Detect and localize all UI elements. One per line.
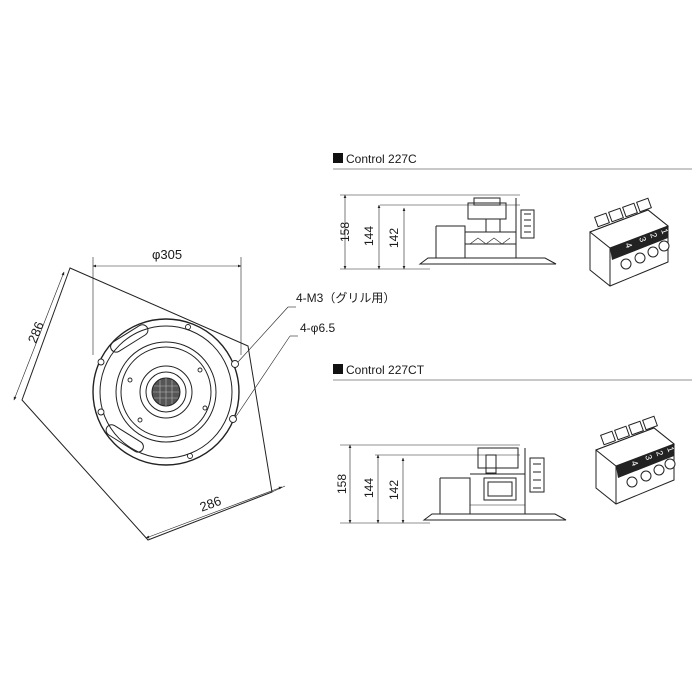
model-title: Control 227CT — [346, 363, 425, 377]
terminal-num-4: 4 — [623, 241, 634, 249]
terminal-num-3: 3 — [643, 453, 654, 461]
tweeter — [145, 371, 187, 413]
dim-142: 142 — [387, 480, 401, 500]
terminal-num-2: 2 — [648, 231, 659, 239]
mount-slot-bottom — [105, 424, 144, 453]
side-elevation-227ct — [422, 447, 567, 521]
side-dim-bottom: 286 — [198, 493, 224, 515]
mounting-outline — [21, 267, 273, 541]
diameter-label: φ305 — [152, 247, 182, 262]
terminal-num-3: 3 — [637, 235, 648, 243]
terminal-num-2: 2 — [654, 449, 665, 457]
dim-144: 144 — [362, 226, 376, 246]
model-section-227c: Control 227C 158 144 142 — [333, 152, 692, 287]
mount-slot-top — [110, 324, 149, 353]
terminal-block-227ct: 4 3 2 1 — [595, 415, 676, 505]
dim-144: 144 — [362, 478, 376, 498]
speaker-plan-view: φ305 286 286 — [13, 247, 395, 541]
model-section-227ct: Control 227CT 158 144 142 — [333, 363, 692, 524]
speaker-flange — [92, 318, 240, 466]
terminal-num-1: 1 — [665, 445, 676, 453]
side-elevation-227c — [418, 197, 557, 265]
terminal-num-1: 1 — [659, 227, 670, 235]
dim-142: 142 — [387, 228, 401, 248]
callout-m3: 4-M3（グリル用） — [296, 291, 395, 305]
dim-158: 158 — [338, 222, 352, 242]
terminal-num-4: 4 — [629, 459, 640, 467]
dim-158: 158 — [335, 474, 349, 494]
terminal-block-227c: 4 3 2 1 — [589, 197, 670, 287]
callout-hole: 4-φ6.5 — [300, 321, 335, 335]
model-title: Control 227C — [346, 152, 417, 166]
